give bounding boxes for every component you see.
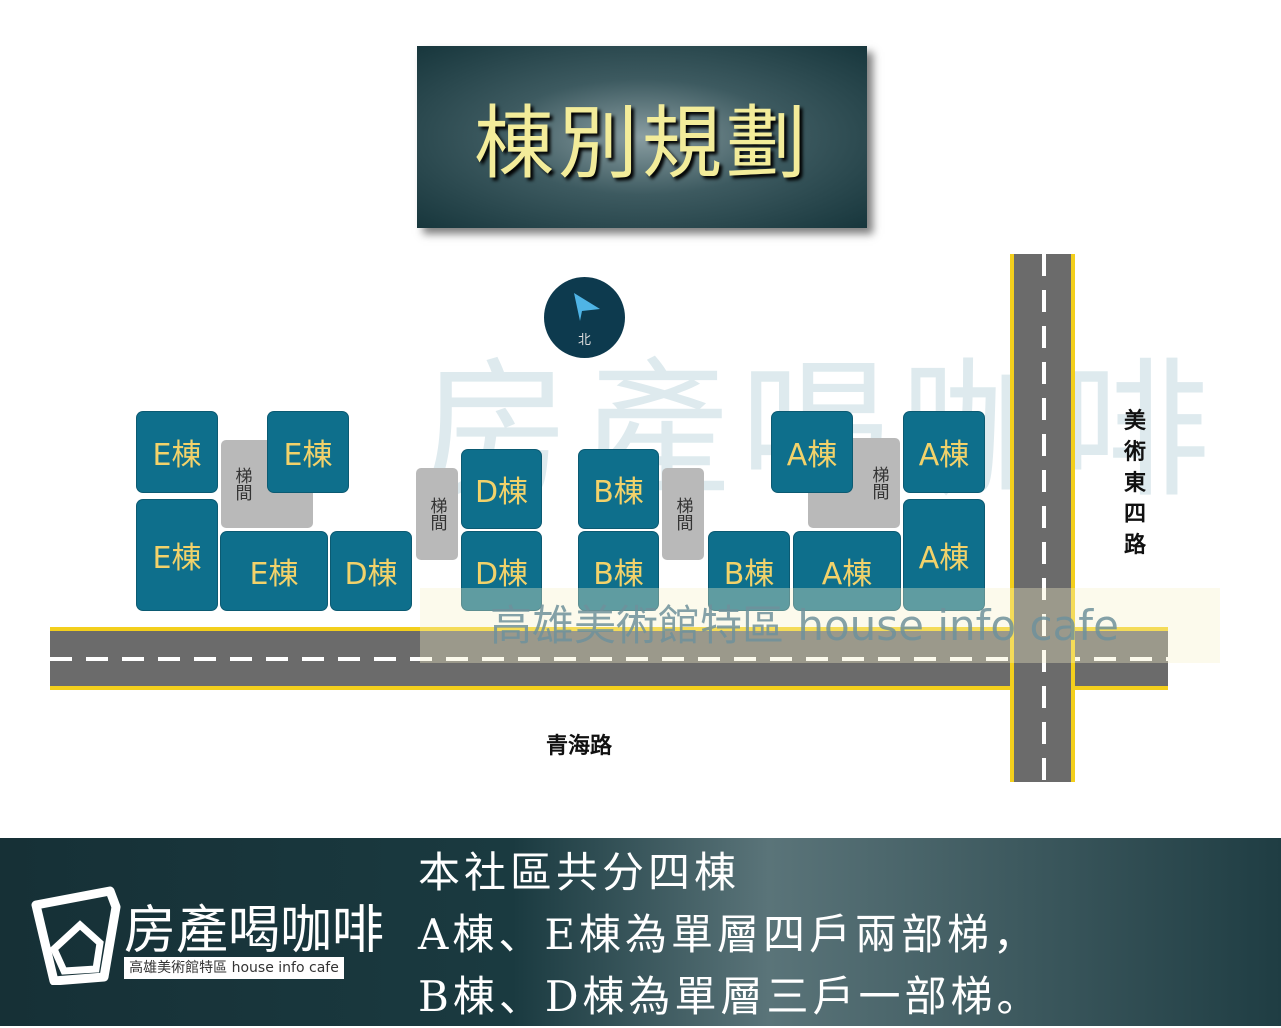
building-a: A棟	[772, 412, 852, 492]
description-line: A棟、E棟為單層四戶兩部梯，	[418, 910, 1039, 959]
building-d: D棟	[462, 532, 541, 610]
north-compass: 北	[544, 277, 625, 358]
building-e: E棟	[137, 412, 217, 492]
stairwell-label: 梯間	[231, 467, 252, 501]
road-label-qinghai: 青海路	[546, 734, 613, 759]
footer-logo-subtitle: 高雄美術館特區 house info cafe	[124, 957, 344, 979]
building-b: B棟	[579, 450, 658, 528]
north-label: 北	[578, 333, 592, 348]
road-vertical	[1010, 254, 1075, 782]
building-e: E棟	[221, 532, 327, 610]
building-d: D棟	[331, 532, 411, 610]
footer-band	[0, 838, 1281, 1026]
building-a: A棟	[904, 412, 984, 492]
house-cup-logo-icon	[31, 886, 121, 985]
building-e: E棟	[137, 500, 217, 610]
building-a: A棟	[904, 500, 984, 610]
road-label-meishu-east-4: 美術東四路	[1124, 409, 1147, 558]
building-d: D棟	[462, 450, 541, 528]
paper-plane-icon	[574, 293, 600, 321]
road-horizontal	[50, 627, 1168, 690]
building-a: A棟	[794, 532, 900, 610]
building-b: B棟	[709, 532, 789, 610]
footer-description: 本社區共分四棟 A棟、E棟為單層四戶兩部梯， B棟、D棟為單層三戶一部梯。	[418, 842, 1043, 1028]
stairwell-label: 梯間	[868, 466, 889, 500]
stairwell: 梯間	[416, 468, 458, 560]
description-line: B棟、D棟為單層三戶一部梯。	[418, 972, 1043, 1021]
description-line: 本社區共分四棟	[418, 848, 741, 897]
building-e: E棟	[268, 412, 348, 492]
building-b: B棟	[579, 532, 658, 610]
stairwell: 梯間	[662, 468, 704, 560]
page-title: 棟別規劃	[417, 46, 867, 228]
footer-logo-text: 房產喝咖啡	[124, 901, 385, 961]
